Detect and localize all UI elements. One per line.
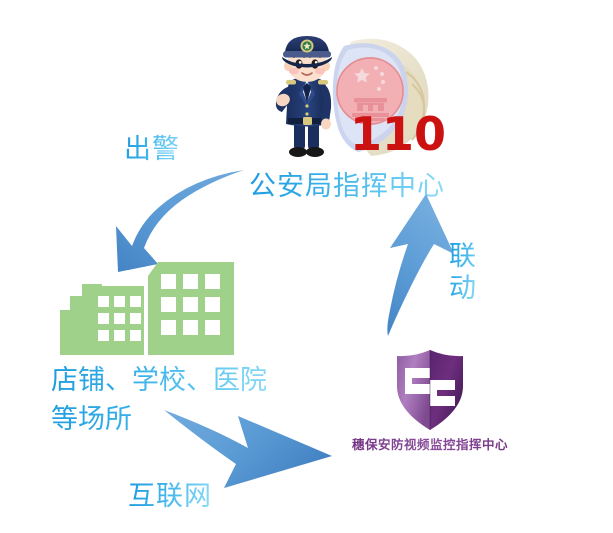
police-officer-saluting-icon: 110 <box>275 36 446 161</box>
monitor-center-logo-group: 穗保安防视频监控指挥中心 <box>335 348 525 460</box>
label-linkage-edge: 联 动 <box>449 241 476 305</box>
arrow-internet <box>160 402 335 494</box>
label-police-command-center: 公安局指挥中心 <box>249 170 445 205</box>
label-venues-line-1: 店铺、学校、医院 <box>51 365 267 396</box>
police-command-icon-group: 110 <box>258 28 446 168</box>
emergency-number-110: 110 <box>350 107 446 161</box>
label-linkage-char-2: 动 <box>449 272 476 304</box>
china-police-badge-icon <box>332 38 429 156</box>
police-officer-figure <box>275 36 332 157</box>
arrow-dispatch <box>96 168 246 286</box>
purple-shield-logo-icon <box>397 350 463 430</box>
arrow-linkage <box>368 192 480 337</box>
label-dispatch-edge: 出警 <box>124 133 180 168</box>
office-buildings-icon <box>58 252 238 357</box>
label-internet-edge: 互联网 <box>128 480 212 515</box>
label-linkage-char-1: 联 <box>449 241 476 272</box>
monitor-center-logo-text: 穗保安防视频监控指挥中心 <box>335 434 525 453</box>
